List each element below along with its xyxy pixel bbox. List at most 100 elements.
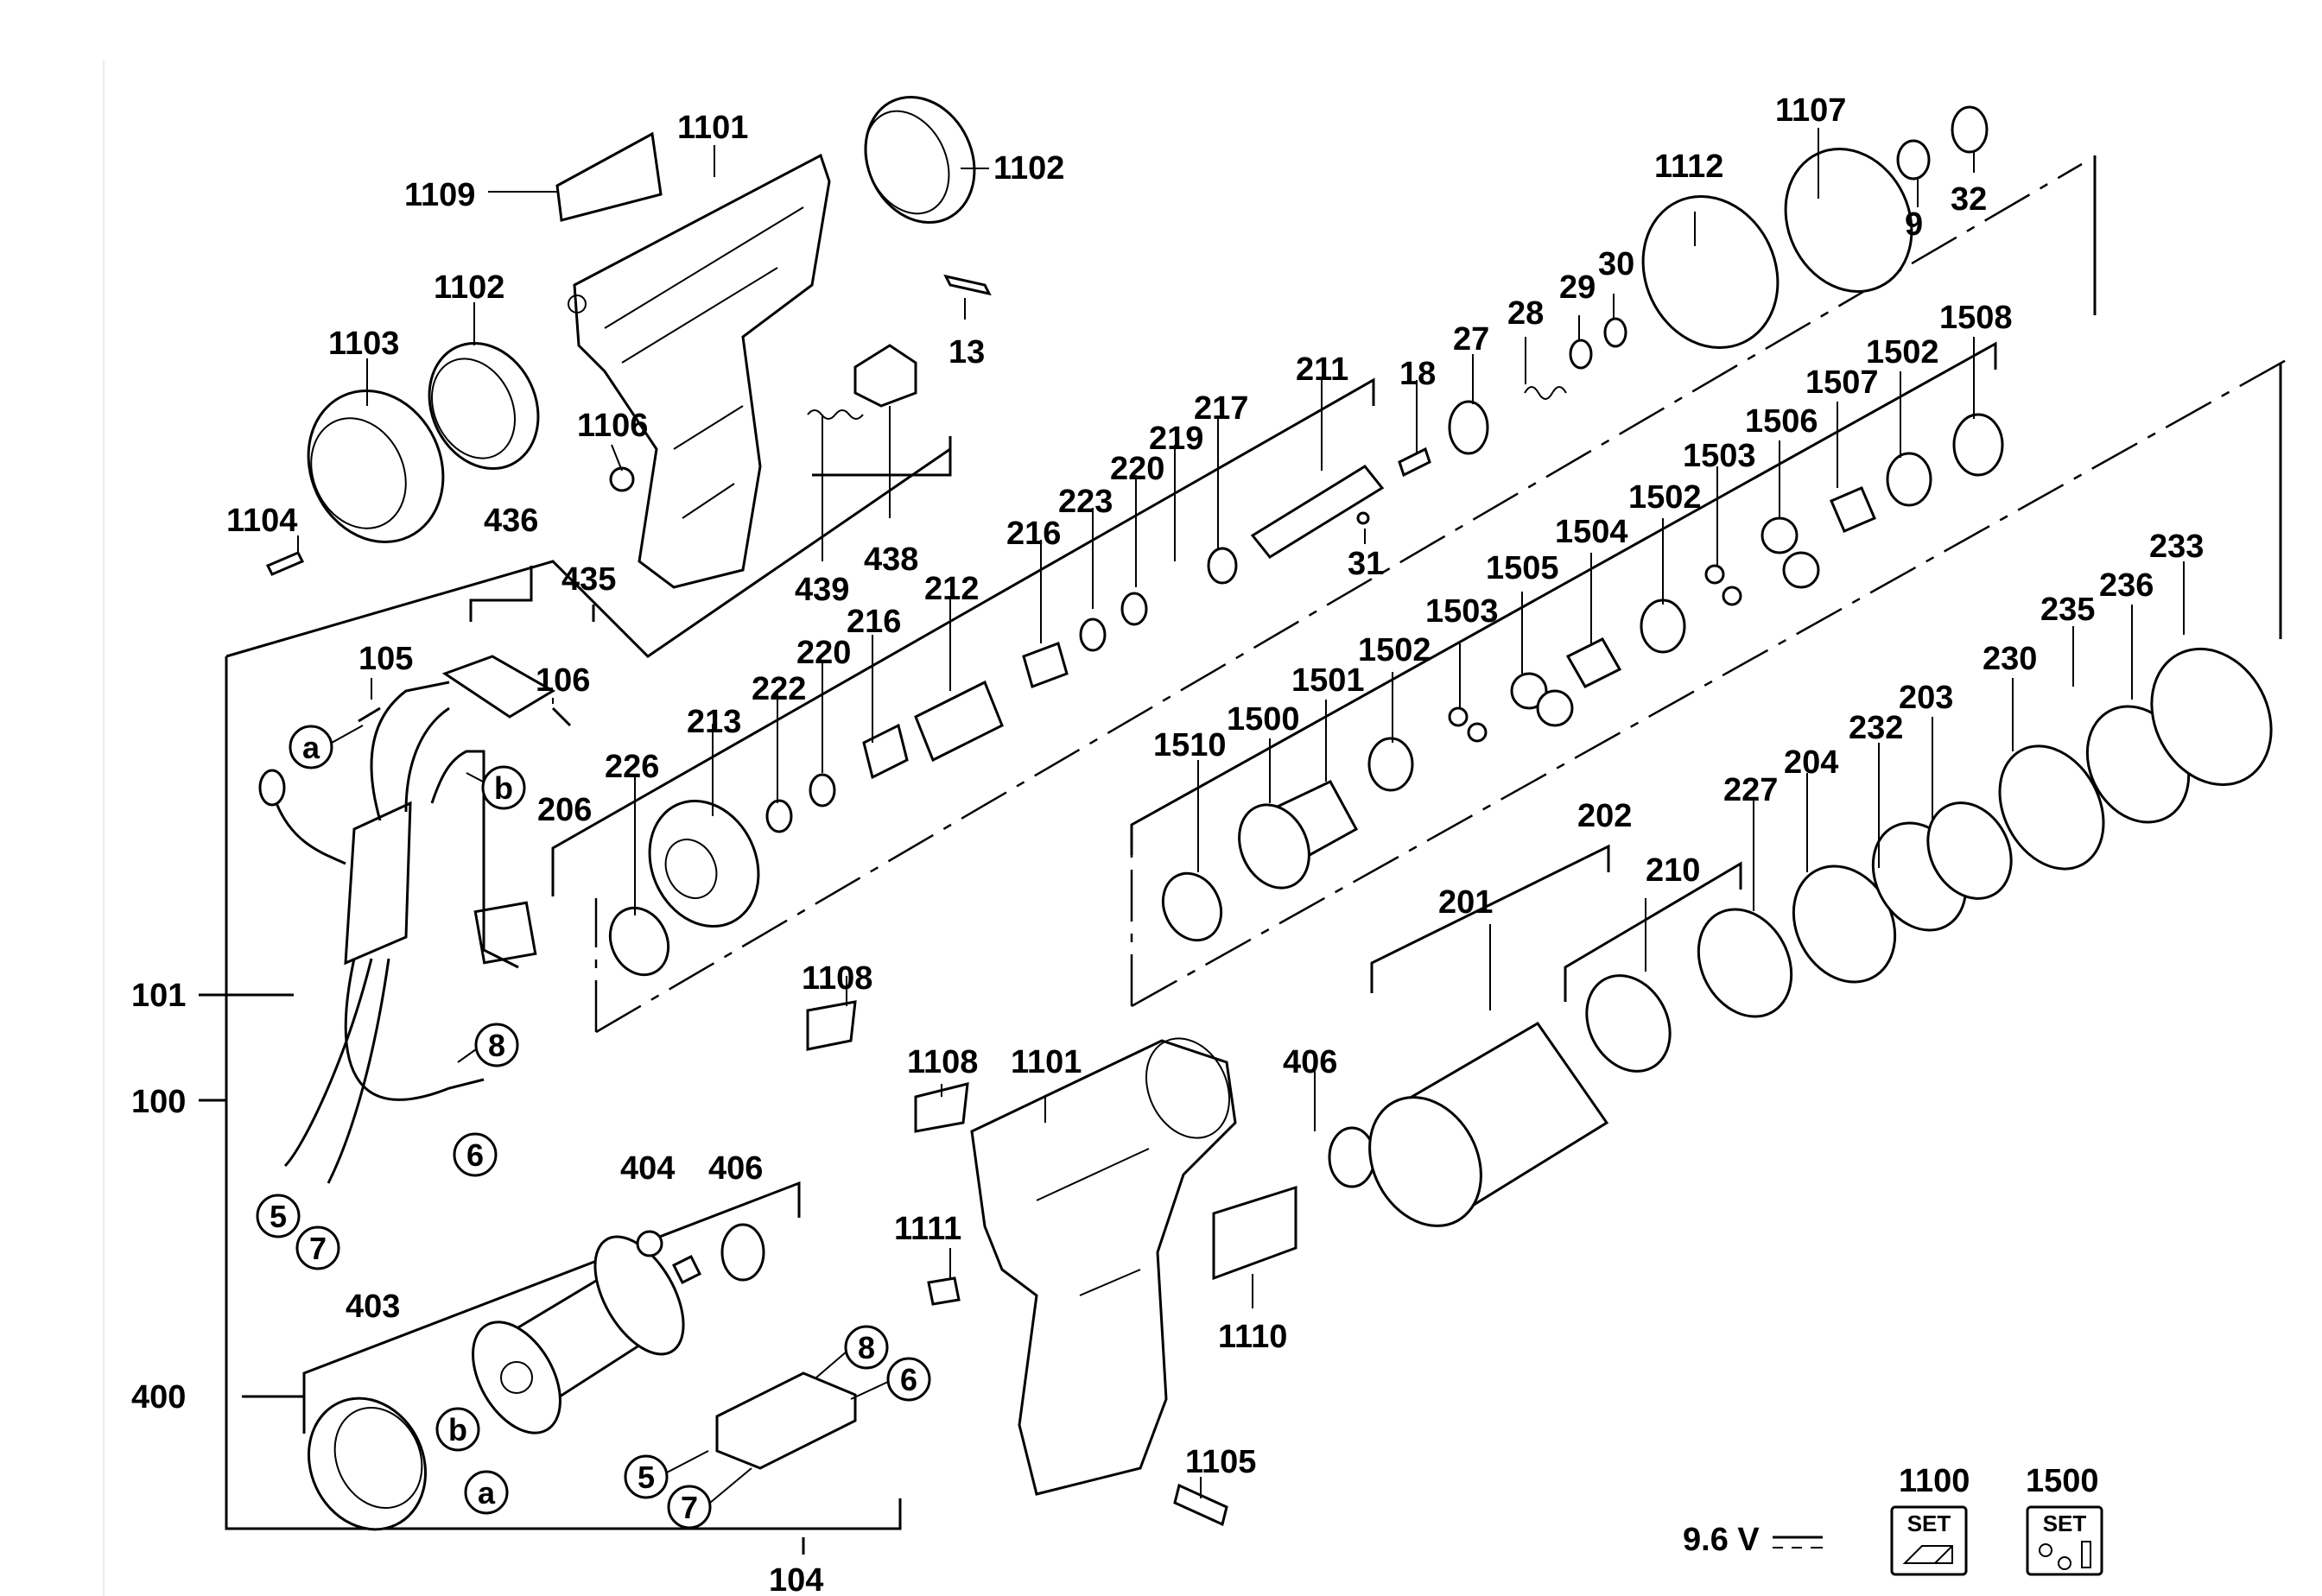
svg-text:6: 6 <box>900 1362 917 1397</box>
label-1101: 1101 <box>1011 1044 1082 1080</box>
label-32: 32 <box>1951 181 1987 218</box>
label-1101: 1101 <box>677 110 748 146</box>
label-233: 233 <box>2149 529 2204 565</box>
label-1107: 1107 <box>1775 92 1846 129</box>
label-204: 204 <box>1784 744 1838 781</box>
label-27: 27 <box>1453 321 1489 358</box>
label-1500: 1500 <box>1227 701 1300 738</box>
housing-1101-lower <box>970 1037 1237 1496</box>
label-1108: 1108 <box>907 1044 978 1080</box>
end-cap-1103 <box>307 389 445 544</box>
dc-symbol <box>1773 1536 1823 1548</box>
label-1503: 1503 <box>1425 593 1499 630</box>
set-1500-badge: SET <box>2026 1505 2103 1576</box>
label-211: 211 <box>1296 352 1348 388</box>
svg-text:a: a <box>478 1475 496 1510</box>
label-105: 105 <box>358 641 413 677</box>
label-216: 216 <box>847 604 901 640</box>
switch-438 <box>853 344 917 408</box>
label-106: 106 <box>536 662 590 699</box>
clutch-group <box>1328 647 2273 1227</box>
label-216: 216 <box>1006 516 1061 552</box>
svg-text:SET: SET <box>2043 1510 2087 1536</box>
set-1100-number: 1100 <box>1899 1463 1970 1499</box>
label-18: 18 <box>1399 356 1436 392</box>
brush-holder-104 <box>715 1371 857 1470</box>
callout-8: 8 <box>844 1325 889 1370</box>
label-13: 13 <box>948 334 985 370</box>
housing-half-top <box>568 153 831 589</box>
label-227: 227 <box>1723 772 1778 808</box>
screw-404 <box>636 1230 663 1257</box>
label-435: 435 <box>561 561 616 598</box>
label-1102: 1102 <box>434 269 504 306</box>
plate-1108-upper <box>806 1000 857 1051</box>
label-436: 436 <box>484 503 538 539</box>
label-1502: 1502 <box>1628 479 1702 516</box>
label-1502: 1502 <box>1866 334 1939 370</box>
screw-1104 <box>265 551 305 576</box>
label-230: 230 <box>1983 641 2037 677</box>
set-1100-badge: SET <box>1890 1505 1968 1576</box>
svg-text:7: 7 <box>681 1490 698 1525</box>
svg-text:a: a <box>302 730 320 765</box>
label-1105: 1105 <box>1185 1444 1256 1480</box>
label-1510: 1510 <box>1153 727 1227 763</box>
label-plate-1109 <box>555 131 663 222</box>
callout-5: 5 <box>624 1454 669 1499</box>
label-1111: 1111 <box>894 1211 961 1247</box>
callout-7: 7 <box>295 1226 340 1270</box>
label-30: 30 <box>1598 246 1634 282</box>
label-31: 31 <box>1348 546 1384 582</box>
motor-400 <box>472 1235 702 1434</box>
pin-1111 <box>927 1276 961 1306</box>
electronics-module-101 <box>258 655 572 1184</box>
label-104: 104 <box>769 1562 823 1596</box>
label-404: 404 <box>620 1150 675 1187</box>
label-1504: 1504 <box>1555 514 1628 550</box>
label-222: 222 <box>752 671 806 707</box>
label-100: 100 <box>131 1084 186 1120</box>
label-1507: 1507 <box>1805 364 1879 401</box>
ring-1102-lower <box>428 341 540 471</box>
label-206: 206 <box>537 792 592 828</box>
label-1505: 1505 <box>1486 550 1559 586</box>
label-235: 235 <box>2040 592 2095 628</box>
label-1108: 1108 <box>802 960 872 997</box>
gear-icon <box>2039 1543 2071 1570</box>
svg-text:8: 8 <box>858 1330 875 1365</box>
label-29: 29 <box>1559 269 1596 306</box>
label-1106: 1106 <box>577 408 648 444</box>
svg-text:5: 5 <box>270 1199 287 1234</box>
label-1506: 1506 <box>1745 403 1818 440</box>
label-101: 101 <box>131 978 186 1014</box>
label-1503: 1503 <box>1683 438 1756 474</box>
label-28: 28 <box>1507 295 1544 332</box>
voltage-text: 9.6 V <box>1683 1522 1760 1558</box>
label-223: 223 <box>1058 484 1113 520</box>
screw-1105 <box>1173 1483 1228 1527</box>
label-220: 220 <box>796 635 851 671</box>
part-labels: 1101 1102 1109 1102 1103 1106 1104 13 43… <box>131 92 2204 1596</box>
label-213: 213 <box>687 704 741 740</box>
label-210: 210 <box>1646 852 1700 889</box>
label-1110 <box>1212 1185 1297 1281</box>
svg-text:6: 6 <box>466 1137 484 1173</box>
callout-6: 6 <box>886 1357 931 1402</box>
label-1110: 1110 <box>1218 1319 1287 1355</box>
callout-8: 8 <box>474 1023 519 1067</box>
label-1112: 1112 <box>1654 149 1723 185</box>
footer: 9.6 V 1100 SET 1500 SET <box>1683 1463 2103 1576</box>
leader-lines <box>297 128 2185 1498</box>
label-9: 9 <box>1905 206 1923 243</box>
callout-7: 7 <box>667 1485 712 1530</box>
svg-text:b: b <box>448 1412 467 1447</box>
label-400: 400 <box>131 1379 186 1416</box>
clip-13 <box>943 274 992 296</box>
grease-tube-icon <box>2081 1541 2091 1568</box>
callout-6: 6 <box>453 1132 498 1177</box>
ring-1102-upper <box>864 95 976 225</box>
label-201: 201 <box>1438 884 1493 921</box>
callout-a: a <box>464 1470 509 1515</box>
